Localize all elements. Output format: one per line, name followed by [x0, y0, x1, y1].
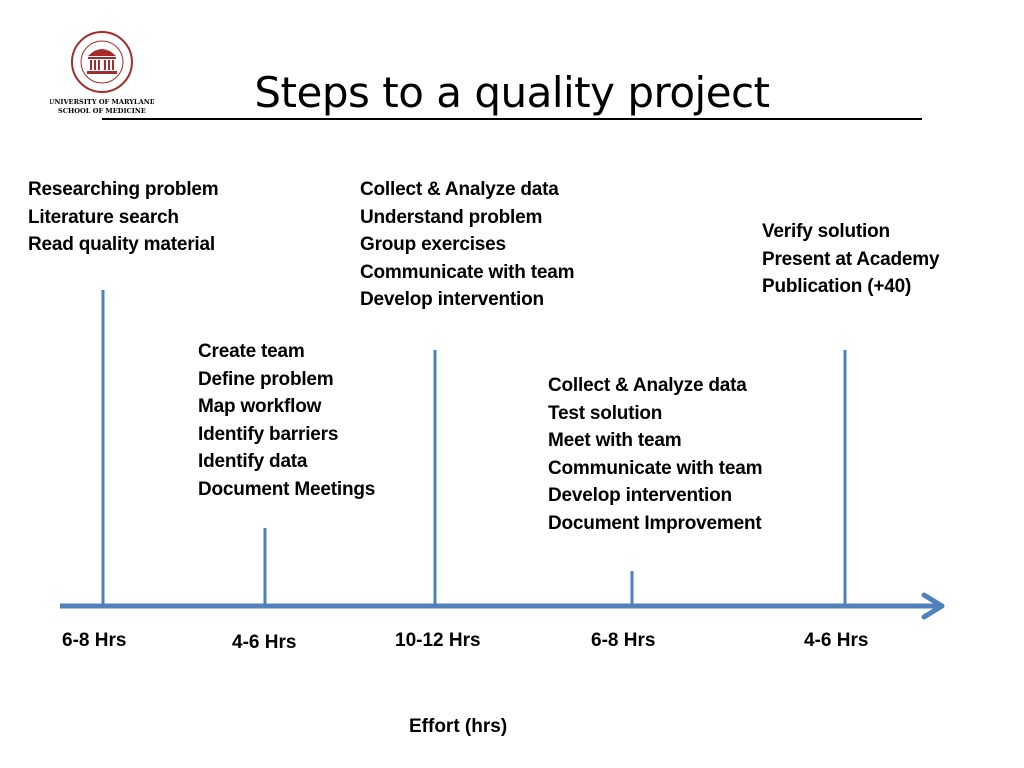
timeline-arrowhead — [921, 592, 945, 620]
step-5-item: Publication (+40) — [762, 276, 912, 297]
step-4-item: Meet with team — [548, 430, 682, 451]
step-1-activities: Researching problem Literature search Re… — [28, 176, 219, 259]
step-4-item: Develop intervention — [548, 485, 732, 506]
step-4-item: Document Improvement — [548, 512, 762, 534]
step-4-item: Collect & Analyze data — [548, 375, 747, 396]
step-2-effort: 4-6 Hrs — [232, 632, 297, 653]
step-5-activities: Verify solution Present at Academy Publi… — [762, 218, 940, 301]
step-2-item: Create team — [198, 341, 305, 362]
step-4-item: Test solution — [548, 402, 663, 424]
university-seal-icon — [71, 31, 133, 93]
step-2-item: Identify barriers — [198, 423, 339, 445]
step-5-item: Verify solution — [762, 221, 890, 242]
step-3-activities: Collect & Analyze data Understand proble… — [360, 176, 575, 314]
step-3-item: Understand problem — [360, 206, 543, 228]
title-divider — [102, 118, 922, 120]
step-4-activities: Collect & Analyze data Test solution Mee… — [548, 372, 763, 537]
step-2-item: Document Meetings — [198, 478, 376, 500]
university-seal-logo: UNIVERSITY OF MARYLAND SCHOOL OF MEDICIN… — [50, 31, 154, 115]
page-title: Steps to a quality project — [254, 68, 770, 118]
step-1-item: Literature search — [28, 206, 179, 228]
step-3-item: Develop intervention — [360, 289, 544, 310]
step-4-item: Communicate with team — [548, 457, 763, 479]
axis-label: Effort (hrs) — [409, 716, 508, 737]
logo-caption-line2: SCHOOL OF MEDICINE — [58, 107, 146, 115]
step-3-item: Collect & Analyze data — [360, 179, 559, 200]
step-4-effort: 6-8 Hrs — [591, 630, 656, 651]
step-1-item: Read quality material — [28, 234, 215, 255]
step-3-effort: 10-12 Hrs — [395, 630, 481, 651]
step-3-item: Group exercises — [360, 234, 506, 255]
step-2-item: Identify data — [198, 451, 308, 472]
step-1-item: Researching problem — [28, 179, 219, 200]
step-5-item: Present at Academy — [762, 248, 940, 270]
step-1-effort: 6-8 Hrs — [62, 630, 127, 651]
step-3-item: Communicate with team — [360, 261, 575, 283]
step-5-effort: 4-6 Hrs — [804, 630, 869, 651]
step-2-activities: Create team Define problem Map workflow … — [198, 338, 375, 503]
logo-caption-line1: UNIVERSITY OF MARYLAND — [50, 98, 154, 106]
step-2-item: Map workflow — [198, 396, 322, 417]
step-2-item: Define problem — [198, 368, 334, 390]
